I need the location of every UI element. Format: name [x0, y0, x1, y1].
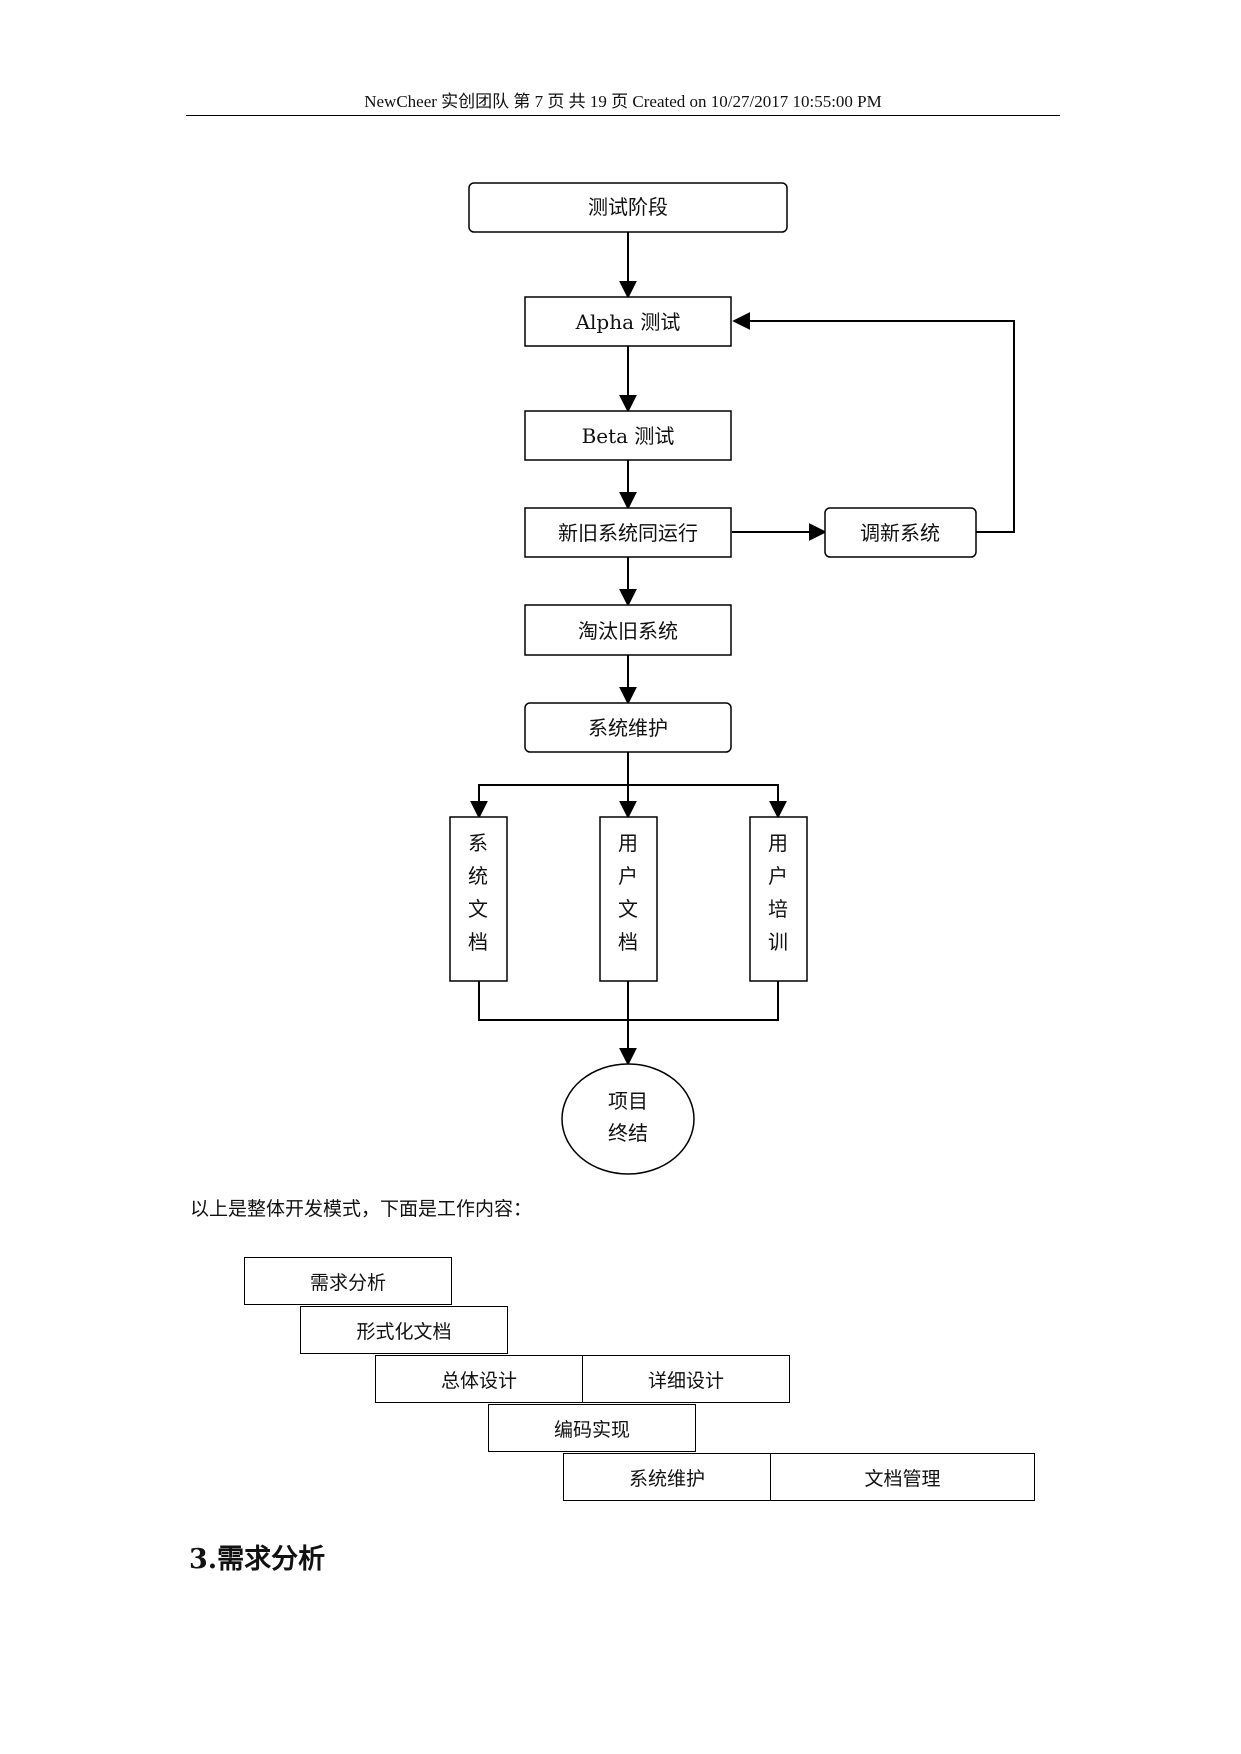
svg-text:测试阶段: 测试阶段 [588, 195, 668, 219]
svg-text:训: 训 [768, 930, 788, 954]
node-alpha-test: Alpha 测试 [524, 296, 732, 347]
svg-text:系统维护: 系统维护 [588, 716, 668, 740]
node-parallel-run: 新旧系统同运行 [524, 507, 732, 558]
intro-paragraph: 以上是整体开发模式，下面是工作内容： [190, 1198, 533, 1220]
svg-text:文: 文 [468, 897, 488, 921]
svg-text:户: 户 [618, 864, 638, 888]
svg-text:淘汰旧系统: 淘汰旧系统 [578, 619, 678, 643]
node-adjust-system: 调新系统 [824, 507, 977, 558]
svg-text:新旧系统同运行: 新旧系统同运行 [558, 521, 698, 545]
svg-text:培: 培 [768, 897, 788, 921]
svg-text:档: 档 [468, 930, 488, 954]
svg-text:用: 用 [618, 831, 638, 855]
header-rule [186, 115, 1060, 116]
page-header: NewCheer 实创团队 第 7 页 共 19 页 Created on 10… [364, 92, 882, 111]
svg-text:Alpha 测试: Alpha 测试 [575, 310, 681, 334]
gantt-detail-design: 详细设计 [582, 1355, 790, 1403]
svg-text:统: 统 [468, 864, 488, 888]
gantt-formal-doc: 形式化文档 [300, 1306, 508, 1354]
node-test-stage: 测试阶段 [468, 182, 788, 233]
gantt-maintenance: 系统维护 [563, 1453, 771, 1501]
gantt-coding: 编码实现 [488, 1404, 696, 1452]
svg-text:文: 文 [618, 897, 638, 921]
svg-text:项目: 项目 [608, 1089, 648, 1113]
svg-text:调新系统: 调新系统 [860, 521, 940, 545]
flow-connectors [470, 232, 1015, 1066]
svg-text:档: 档 [618, 930, 638, 954]
svg-text:用: 用 [768, 831, 788, 855]
process-flowchart: 测试阶段 Alpha 测试 Beta 测试 新旧系统同运行 调新系统 淘汰旧系统… [449, 182, 1015, 1175]
gantt-doc-mgmt: 文档管理 [770, 1453, 1035, 1501]
svg-text:户: 户 [768, 864, 788, 888]
node-project-end: 项目 终结 [561, 1063, 695, 1175]
svg-text:终结: 终结 [608, 1121, 648, 1145]
node-maintenance: 系统维护 [524, 702, 732, 753]
node-user-docs: 用 户 文 档 [599, 816, 658, 982]
gantt-overall-design: 总体设计 [375, 1355, 583, 1403]
node-retire-old: 淘汰旧系统 [524, 604, 732, 656]
node-beta-test: Beta 测试 [524, 410, 732, 461]
node-system-docs: 系 统 文 档 [449, 816, 508, 982]
node-user-training: 用 户 培 训 [749, 816, 808, 982]
gantt-req-analysis: 需求分析 [244, 1257, 452, 1305]
svg-text:系: 系 [468, 831, 488, 855]
section-heading: 3.需求分析 [189, 1544, 326, 1575]
svg-text:Beta 测试: Beta 测试 [582, 424, 675, 448]
